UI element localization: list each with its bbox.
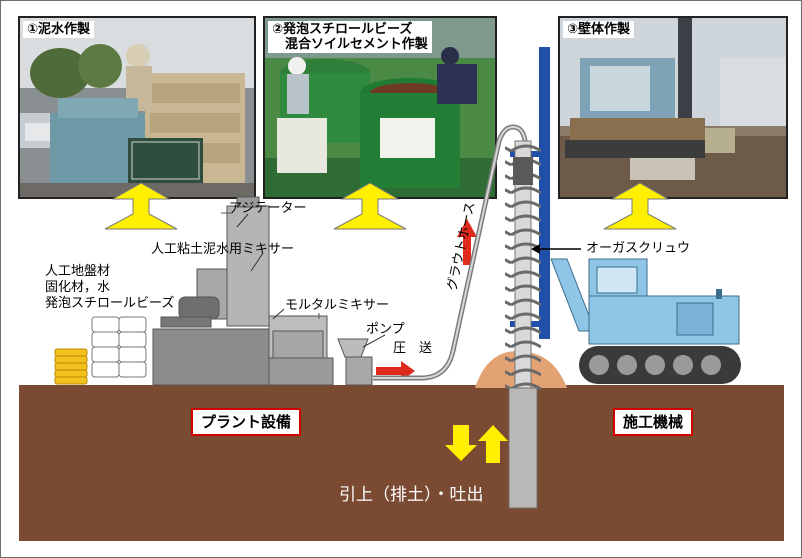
label-lift-discharge: 引上（排土）・吐出 [339,485,484,505]
foam-bead-stack [54,348,88,385]
label-mortar-mixer: モルタルミキサー [285,298,390,313]
pile-driver-machine [510,47,741,384]
plant-equipment [152,196,373,386]
zone-label-plant: プラント設備 [191,408,302,436]
leader-lines [236,213,386,348]
photo-bead-mixing: ②発泡スチロールビーズ 混合ソイルセメント作製 [263,16,497,199]
photo-wall-construction: ③壁体作製 [558,16,788,199]
material-bags [91,316,147,378]
label-materials: 人工地盤材 固化材，水 発泡スチロールビーズ [45,264,175,311]
photo-slurry-making: ①泥水作製 [18,16,256,199]
label-pumping: 圧 送 [393,341,433,356]
yellow-arrow-3-icon [603,182,677,230]
auger-pointer-icon [531,244,540,254]
lift-down-arrow-icon [445,425,477,461]
discharge-up-arrow-icon [478,425,508,463]
photo-label-mixing: ②発泡スチロールビーズ 混合ソイルセメント作製 [268,21,432,53]
photo-label-slurry: ①泥水作製 [23,21,95,38]
zone-label-machine: 施工機械 [613,408,694,436]
yellow-arrow-2-icon [333,182,407,230]
label-auger: オーガスクリュウ [586,241,691,256]
label-pump: ポンプ [366,322,405,337]
hose-red-arrow-icon [457,219,477,265]
slurry-making-image [20,18,254,197]
borehole-shaft [508,387,538,509]
label-agitator: アジテーター [229,201,307,216]
label-clay-mixer: 人工粘土泥水用ミキサー [151,242,295,257]
yellow-arrow-1-icon [104,182,178,230]
auger-screw [505,140,541,398]
wall-construction-image [560,18,786,197]
photo-label-wall: ③壁体作製 [563,21,635,38]
